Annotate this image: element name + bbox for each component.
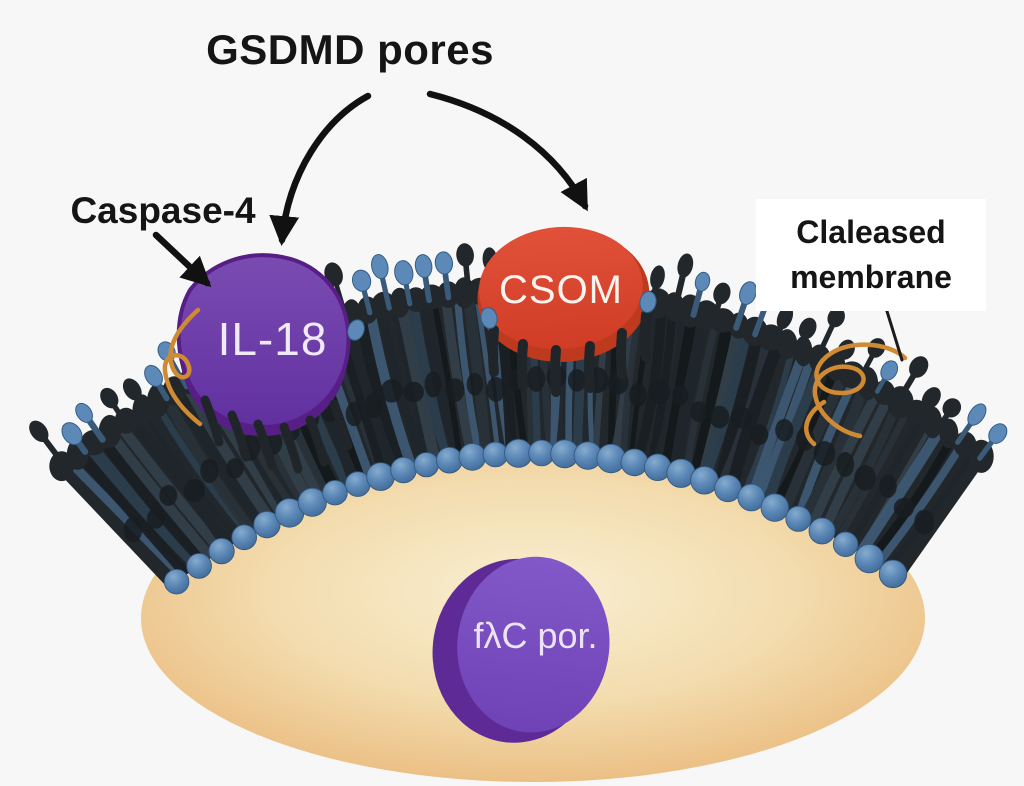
gsdmd-arrow-left: [269, 92, 372, 246]
label-csom: CSOM: [499, 268, 623, 312]
cleaved-membrane-pointer-line: [884, 306, 904, 362]
caspase4-arrow: [152, 231, 212, 288]
label-gsdmd-pores: GSDMD pores: [206, 26, 494, 73]
csom-blob: [477, 226, 650, 362]
label-il18: IL-18: [217, 313, 328, 365]
cleaved-lipid-squiggles: [162, 307, 908, 447]
annotation-arrows: [152, 90, 589, 288]
pore-blob: [432, 556, 610, 743]
cleaved-membrane-line1: Claleased: [796, 214, 946, 250]
cleaved-membrane-line2: membrane: [790, 259, 952, 295]
label-cleaved-membrane: Claleased membrane: [756, 199, 986, 311]
il18-blob: [176, 253, 351, 437]
label-caspase-4: Caspase-4: [70, 190, 256, 231]
gsdmd-arrow-right: [426, 90, 589, 212]
label-pore-blob: fλC por.: [473, 615, 598, 656]
inner-leaflet-beads: [163, 438, 908, 595]
foreground-lipid-fringe: [200, 291, 657, 474]
